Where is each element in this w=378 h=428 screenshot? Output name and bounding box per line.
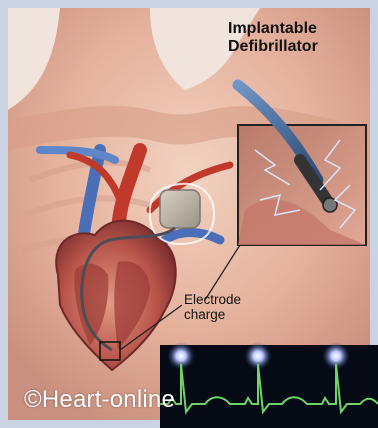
title-line-2: Defibrillator: [228, 38, 368, 56]
title-line-1: Implantable: [228, 20, 368, 38]
callout-line-2: charge: [184, 307, 241, 322]
page-title: Implantable Defibrillator: [228, 20, 368, 56]
electrode-charge-callout: Electrode charge: [184, 292, 241, 322]
callout-line-1: Electrode: [184, 292, 241, 307]
implanted-device: [160, 190, 200, 228]
copyright-watermark: ©Heart-online: [24, 386, 175, 414]
